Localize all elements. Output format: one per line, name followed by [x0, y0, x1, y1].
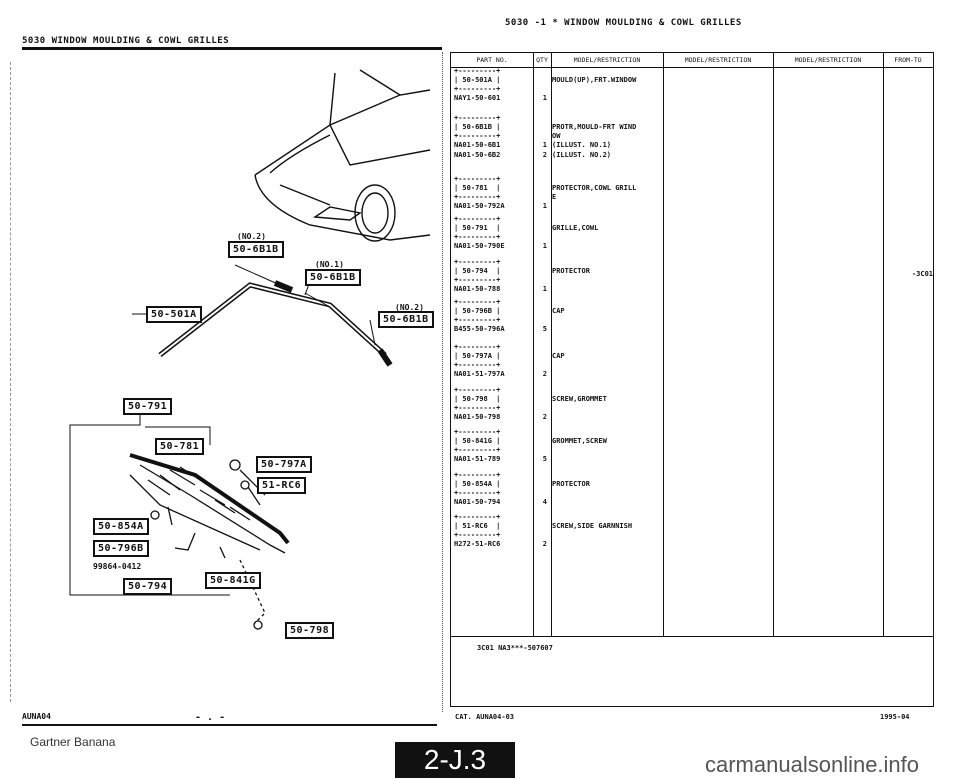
callout-50-791[interactable]: 50-791 — [123, 398, 173, 415]
car-illustration — [254, 69, 431, 242]
footer-rule — [22, 724, 437, 726]
callout-50-6b1b-b[interactable]: 50-6B1B — [305, 269, 361, 286]
ref-box: +---------+ | 50-794 | +---------+ — [454, 258, 501, 284]
part-number: B455-50-796A — [454, 325, 505, 333]
part-description: SCREW,GROMMET — [552, 395, 607, 403]
part-description: PROTECTOR,COWL GRILL E — [552, 184, 637, 201]
quantity: 1 — [542, 94, 547, 102]
part-description: MOULD(UP),FRT.WINDOW — [552, 76, 637, 84]
ref-box: +---------+ | 50-798 | +---------+ — [454, 386, 501, 412]
part-description: PROTECTOR — [552, 267, 590, 275]
source-text: Gartner Banana — [30, 735, 116, 749]
serial-footnote: 3C01 NA3***-507607 — [477, 644, 553, 652]
illust-no1-label: (NO.1) — [315, 260, 344, 269]
quantity: 2 — [542, 370, 547, 378]
ref-box: +---------+ | 50-6B1B | +---------+ — [454, 114, 501, 140]
part-number: NA01-50-6B1 — [454, 141, 501, 149]
part-description: GRILLE,COWL — [552, 224, 599, 232]
part-description: PROTECTOR — [552, 480, 590, 488]
callout-50-501a[interactable]: 50-501A — [146, 306, 202, 323]
part-number: NA01-50-6B2 — [454, 151, 501, 159]
part-number: NAY1-50-601 — [454, 94, 501, 102]
from-to-code: -3C01 — [911, 270, 933, 278]
callout-50-796b[interactable]: 50-796B — [93, 540, 149, 557]
footer-code: AUNA04 — [22, 712, 51, 721]
callout-50-798[interactable]: 50-798 — [285, 622, 335, 639]
page-top-title: 5030 -1 * WINDOW MOULDING & COWL GRILLES — [505, 18, 742, 28]
part-description: PROTR,MOULD-FRT WIND OW (ILLUST. NO.1) — [552, 123, 637, 149]
part-description: CAP — [552, 307, 565, 315]
section-title: 5030 WINDOW MOULDING & COWL GRILLES — [22, 36, 230, 46]
callout-50-6b1b-c[interactable]: 50-6B1B — [378, 311, 434, 328]
window-moulding — [132, 280, 393, 367]
quantity: 2 — [542, 413, 547, 421]
page-number-badge: 2-J.3 — [395, 742, 515, 778]
illust-no2-label: (NO.2) — [237, 232, 266, 241]
callout-50-794[interactable]: 50-794 — [123, 578, 173, 595]
quantity: 2 — [542, 151, 547, 159]
ref-box: +---------+ | 50-791 | +---------+ — [454, 215, 501, 241]
callout-51-rc6[interactable]: 51-RC6 — [257, 477, 307, 494]
part-number: NA01-51-789 — [454, 455, 501, 463]
parts-diagram — [69, 69, 431, 630]
callout-50-841g[interactable]: 50-841G — [205, 572, 261, 589]
part-number: NA01-50-788 — [454, 285, 501, 293]
callout-50-6b1b-a[interactable]: 50-6B1B — [228, 241, 284, 258]
part-number: NA01-50-798 — [454, 413, 501, 421]
part-description: SCREW,SIDE GARNNISH — [552, 522, 633, 530]
quantity: 1 — [542, 242, 547, 250]
quantity: 1 — [542, 141, 547, 149]
part-description: (ILLUST. NO.2) — [552, 151, 612, 159]
quantity: 2 — [542, 540, 547, 548]
quantity: 1 — [542, 202, 547, 210]
part-description: CAP — [552, 352, 565, 360]
part-number: NA01-50-790E — [454, 242, 505, 250]
ref-box: +---------+ | 50-781 | +---------+ — [454, 175, 501, 201]
col-header-model-2: MODEL/RESTRICTION — [663, 53, 773, 68]
col-header-model-3: MODEL/RESTRICTION — [773, 53, 883, 68]
col-header-model-1: MODEL/RESTRICTION — [551, 53, 663, 68]
ref-box: +---------+ | 50-841G | +---------+ — [454, 428, 501, 454]
catalog-number: CAT. AUNA04-03 — [455, 713, 515, 721]
illust-no2-label-b: (NO.2) — [395, 303, 424, 312]
site-watermark: carmanualsonline.info — [705, 752, 920, 777]
ref-box: +---------+ | 50-797A | +---------+ — [454, 343, 501, 369]
page-divider — [442, 52, 443, 712]
quantity: 4 — [542, 498, 547, 506]
quantity: 5 — [542, 325, 547, 333]
callout-50-854a[interactable]: 50-854A — [93, 518, 149, 535]
callout-50-797a[interactable]: 50-797A — [256, 456, 312, 473]
catalog-date: 1995-04 — [880, 713, 910, 721]
header-rule — [22, 47, 442, 50]
cowl-grille — [129, 453, 290, 630]
footer-marks: - . - — [195, 712, 226, 723]
col-header-part-no: PART NO. — [451, 53, 533, 68]
quantity: 1 — [542, 285, 547, 293]
col-header-from-to: FROM-TO — [883, 53, 933, 68]
part-number: NA01-51-797A — [454, 370, 505, 378]
col-header-qty: QTY — [533, 53, 551, 68]
parts-table: PART NO. QTY MODEL/RESTRICTION MODEL/RES… — [450, 52, 934, 707]
ref-box: +---------+ | 50-501A | +---------+ — [454, 67, 501, 93]
ref-box: +---------+ | 50-854A | +---------+ — [454, 471, 501, 497]
ref-box: +---------+ | 50-796B | +---------+ — [454, 298, 501, 324]
part-number: NA01-50-792A — [454, 202, 505, 210]
quantity: 5 — [542, 455, 547, 463]
ref-box: +---------+ | 51-RC6 | +---------+ — [454, 513, 501, 539]
callout-99864-0412[interactable]: 99864-0412 — [93, 562, 142, 571]
part-description: GROMMET,SCREW — [552, 437, 607, 445]
part-number: NA01-50-794 — [454, 498, 501, 506]
part-number: H272-51-RC6 — [454, 540, 501, 548]
callout-50-781[interactable]: 50-781 — [155, 438, 205, 455]
left-margin-line — [10, 62, 11, 702]
